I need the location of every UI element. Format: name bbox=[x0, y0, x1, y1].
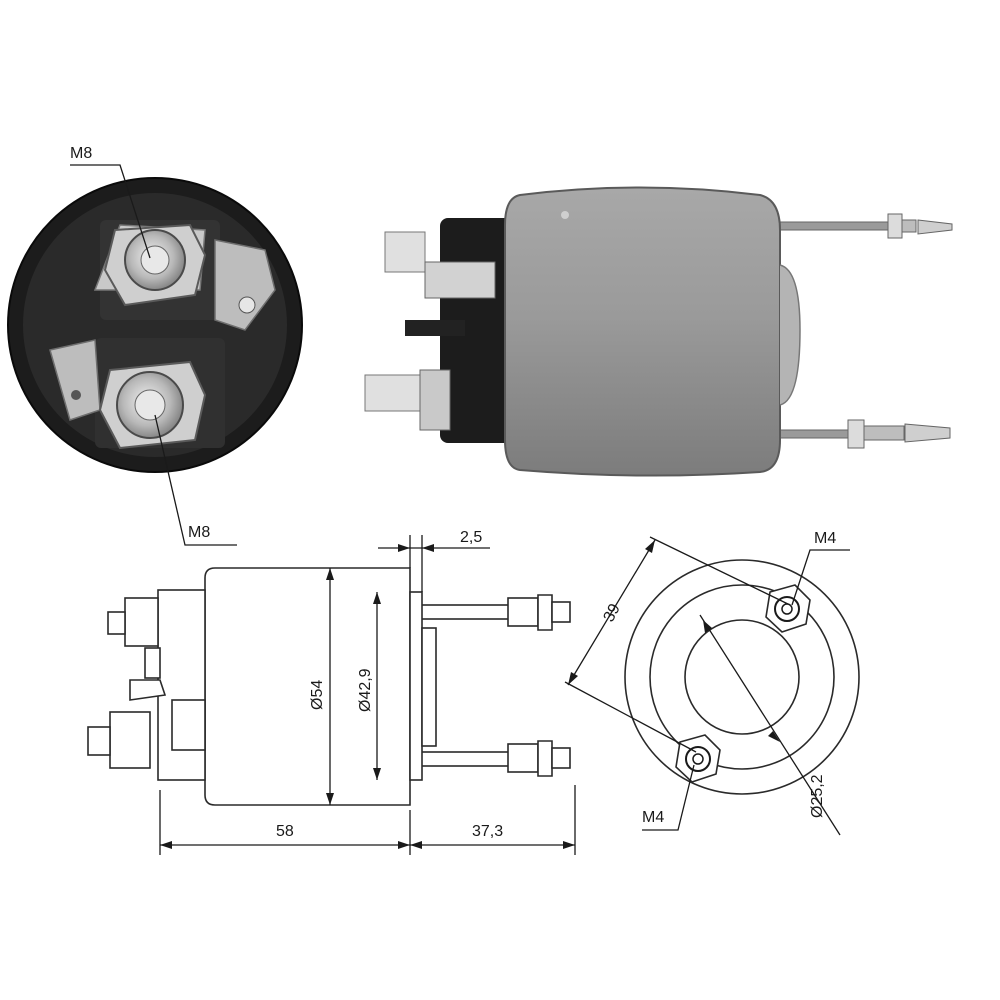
bottom-bolt-thread-label: M4 bbox=[642, 809, 664, 826]
stud-gap-label: 2,5 bbox=[460, 529, 482, 546]
front-top-thread-label: M8 bbox=[70, 145, 92, 162]
rear-end-view: 39 Ø25,2 M4 M4 bbox=[564, 530, 860, 836]
top-bolt-thread-label: M4 bbox=[814, 530, 836, 547]
terminal-end-view: M8 M8 bbox=[7, 145, 303, 546]
side-photo-view bbox=[364, 186, 953, 477]
side-outline-drawing: 2,5 Ø54 Ø42,9 58 37,3 bbox=[87, 529, 576, 855]
body-length-label: 58 bbox=[276, 823, 294, 840]
stud-length-label: 37,3 bbox=[472, 823, 503, 840]
inner-diameter-label: Ø42,9 bbox=[357, 668, 374, 712]
bore-diameter-label: Ø25,2 bbox=[809, 774, 826, 818]
outer-diameter-label: Ø54 bbox=[309, 680, 326, 710]
bolt-spacing-label: 39 bbox=[601, 601, 624, 625]
front-bottom-thread-label: M8 bbox=[188, 524, 210, 541]
